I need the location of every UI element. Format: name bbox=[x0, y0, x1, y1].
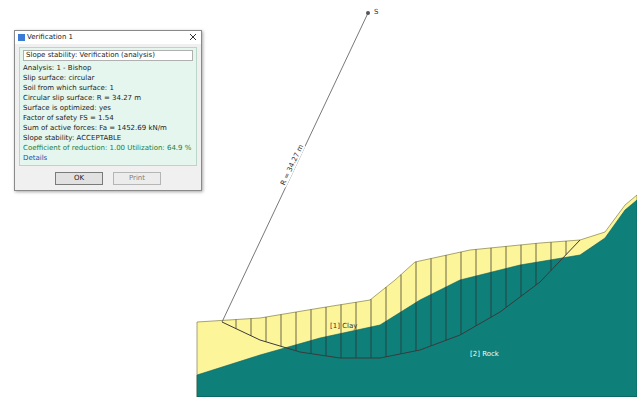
dialog-title: Verification 1 bbox=[15, 31, 201, 44]
radius-label: R = 34.27 m bbox=[278, 142, 305, 187]
slice-line bbox=[356, 302, 357, 358]
rock-layer bbox=[197, 200, 637, 397]
clay-layer bbox=[197, 195, 637, 397]
slice-line bbox=[236, 320, 237, 329]
slice-line bbox=[491, 248, 492, 317]
result-line: Slope stability: ACCEPTABLE bbox=[23, 133, 193, 143]
centre-label: S bbox=[374, 8, 378, 16]
button-text: OK bbox=[74, 174, 84, 182]
result-line: Soil from which surface: 1 bbox=[23, 83, 193, 93]
slice-line bbox=[401, 275, 402, 354]
slice-line bbox=[476, 249, 477, 325]
result-line: Circular slip surface: R = 34.27 m bbox=[23, 93, 193, 103]
result-line: Slope stability: Verification (analysis) bbox=[23, 50, 193, 61]
result-line: Surface is optimized: yes bbox=[23, 103, 193, 113]
slice-line bbox=[566, 241, 567, 255]
slice-line bbox=[536, 243, 537, 285]
slip-surface bbox=[222, 240, 580, 358]
button-text: Print bbox=[129, 174, 145, 182]
slice-line bbox=[251, 319, 252, 336]
details-link: Details bbox=[23, 153, 193, 163]
soil-label: [1] Clay bbox=[330, 322, 357, 330]
slice-line bbox=[281, 315, 282, 347]
dialog-button: OK bbox=[55, 172, 103, 185]
slice-line bbox=[266, 317, 267, 342]
soil-label: [2] Rock bbox=[470, 350, 499, 358]
result-line: Factor of safety FS = 1.54 bbox=[23, 113, 193, 123]
close-icon bbox=[189, 33, 197, 41]
slice-line bbox=[461, 252, 462, 334]
slice-line bbox=[506, 246, 507, 307]
result-line: Sum of active forces: Fa = 1452.69 kN/m bbox=[23, 123, 193, 133]
result-line: Coefficient of reduction: 1.00 Utilizati… bbox=[23, 143, 193, 153]
slice-line bbox=[371, 299, 372, 358]
dialog-body: Slope stability: Verification (analysis)… bbox=[19, 47, 197, 166]
slice-line bbox=[296, 312, 297, 351]
slice-line bbox=[386, 287, 387, 357]
dialog-button: Print bbox=[113, 172, 161, 185]
button-row: OK Print bbox=[15, 168, 201, 190]
result-line: Slip surface: circular bbox=[23, 73, 193, 83]
slice-line bbox=[326, 307, 327, 356]
slice-line bbox=[551, 242, 552, 270]
slice-line bbox=[311, 310, 312, 354]
radius-line bbox=[222, 13, 368, 322]
slice-line bbox=[431, 259, 432, 346]
centre-point bbox=[366, 11, 370, 15]
slice-line bbox=[521, 245, 522, 296]
app-icon bbox=[18, 34, 25, 41]
slice-line bbox=[341, 305, 342, 358]
result-line: Analysis: 1 - Bishop bbox=[23, 63, 193, 73]
slice-line bbox=[416, 262, 417, 351]
slice-line bbox=[446, 255, 447, 340]
result-dialog: Verification 1 Slope stability: Verificat… bbox=[14, 30, 202, 191]
